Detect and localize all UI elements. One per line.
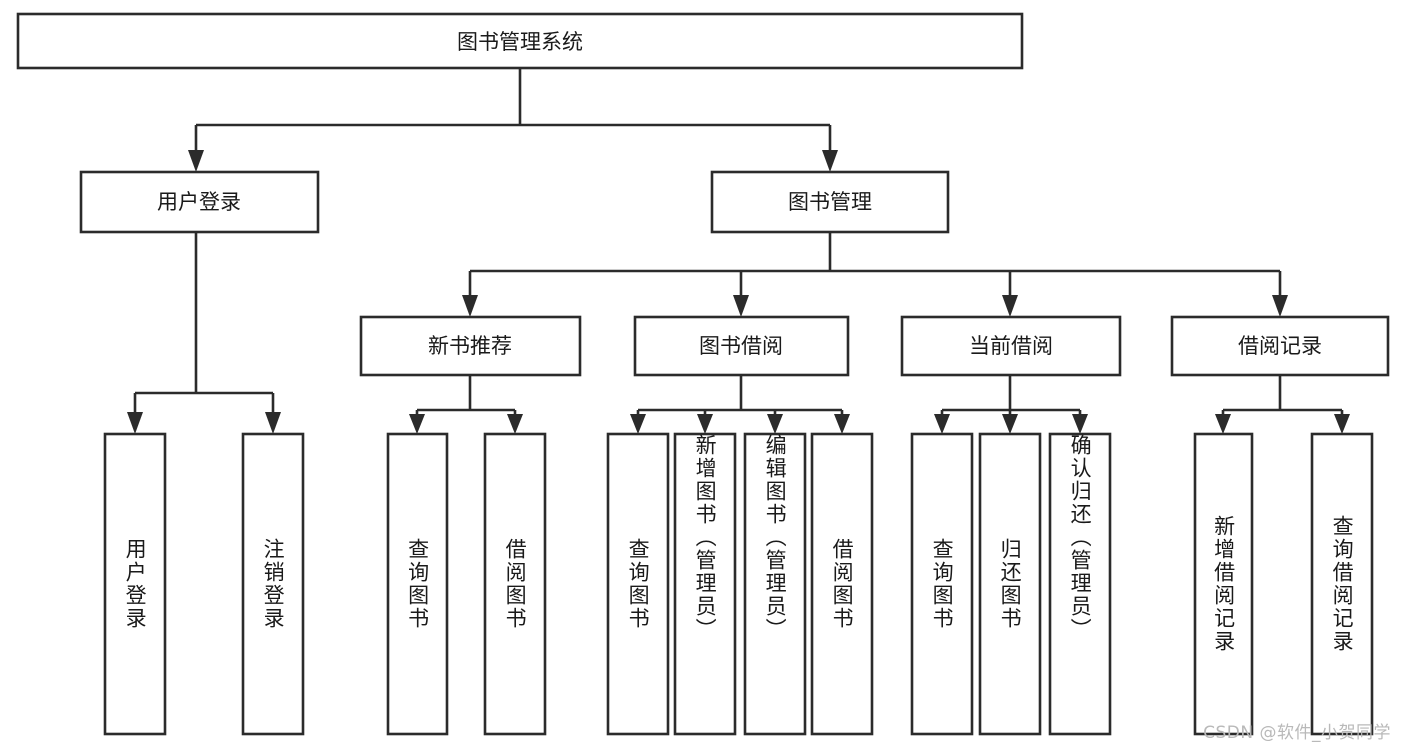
node-book-borrow[interactable]: 图书借阅 xyxy=(633,315,850,377)
node-book-manage-box[interactable] xyxy=(710,170,950,234)
connector-group-user-login xyxy=(127,232,281,434)
leaf-box-edit-book[interactable] xyxy=(743,432,807,736)
leaf-box-confirm-return[interactable] xyxy=(1048,432,1112,736)
node-book-borrow-box[interactable] xyxy=(633,315,850,377)
leaf-box-borrow-book-1[interactable] xyxy=(483,432,547,736)
node-user-login-box[interactable] xyxy=(79,170,320,234)
leaf-box-query-book-1[interactable] xyxy=(386,432,449,736)
arrowhead-leaf-query-book-2 xyxy=(630,414,646,434)
arrowhead-leaf-query-book-3 xyxy=(934,414,950,434)
arrowhead-current-borrow xyxy=(1002,295,1018,317)
csdn-watermark: CSDN @软件_小贺同学 xyxy=(1203,723,1391,743)
arrowhead-user-login xyxy=(188,150,204,172)
node-book-manage[interactable]: 图书管理 xyxy=(710,170,950,234)
arrowhead-leaf-user-login xyxy=(127,412,143,434)
arrowhead-leaf-borrow-book-1 xyxy=(507,414,523,434)
arrowhead-leaf-logout xyxy=(265,412,281,434)
leaf-box-user-login[interactable] xyxy=(103,432,167,736)
connector-group-book-borrow xyxy=(630,375,850,434)
arrowhead-book-manage xyxy=(822,150,838,172)
node-new-book-rec-box[interactable] xyxy=(359,315,582,377)
node-current-borrow-label: 当前借阅 xyxy=(969,334,1053,358)
leaf-box-query-record[interactable] xyxy=(1310,432,1374,736)
node-root-label: 图书管理系统 xyxy=(457,30,583,54)
leaf-box-add-book[interactable] xyxy=(673,432,737,736)
connector-group-book-manage xyxy=(462,232,1288,317)
leaf-box-query-book-2[interactable] xyxy=(606,432,670,736)
arrowhead-borrow-record xyxy=(1272,295,1288,317)
arrowhead-leaf-edit-book xyxy=(767,414,783,434)
node-current-borrow-box[interactable] xyxy=(900,315,1122,377)
arrowhead-leaf-add-record xyxy=(1215,414,1231,434)
leaf-box-return-book[interactable] xyxy=(978,432,1042,736)
leaf-box-borrow-book-2[interactable] xyxy=(810,432,874,736)
node-new-book-rec-label: 新书推荐 xyxy=(428,334,512,358)
arrowhead-leaf-borrow-book-2 xyxy=(834,414,850,434)
arrowhead-new-book-rec xyxy=(462,295,478,317)
node-user-login-label: 用户登录 xyxy=(157,190,241,214)
connector-group-new-book-rec xyxy=(409,375,523,434)
node-root-box[interactable] xyxy=(16,12,1024,70)
connector-group-current-borrow xyxy=(934,375,1088,434)
leaf-box-add-record[interactable] xyxy=(1193,432,1254,736)
node-book-manage-label: 图书管理 xyxy=(788,190,872,214)
node-root[interactable]: 图书管理系统 xyxy=(16,12,1024,70)
arrowhead-book-borrow xyxy=(733,295,749,317)
arrowhead-leaf-add-book xyxy=(697,414,713,434)
node-new-book-rec[interactable]: 新书推荐 xyxy=(359,315,582,377)
node-current-borrow[interactable]: 当前借阅 xyxy=(900,315,1122,377)
arrowhead-leaf-query-book-1 xyxy=(409,414,425,434)
arrowhead-leaf-query-record xyxy=(1334,414,1350,434)
arrowhead-leaf-return-book xyxy=(1002,414,1018,434)
connector-group-borrow-record xyxy=(1215,375,1350,434)
connector-group-root xyxy=(188,68,838,172)
leaf-box-query-book-3[interactable] xyxy=(910,432,974,736)
node-borrow-record-label: 借阅记录 xyxy=(1238,334,1322,358)
node-borrow-record[interactable]: 借阅记录 xyxy=(1170,315,1390,377)
leaf-box-logout[interactable] xyxy=(241,432,305,736)
node-borrow-record-box[interactable] xyxy=(1170,315,1390,377)
arrowhead-leaf-confirm-return xyxy=(1072,414,1088,434)
node-book-borrow-label: 图书借阅 xyxy=(699,334,783,358)
node-user-login[interactable]: 用户登录 xyxy=(79,170,320,234)
